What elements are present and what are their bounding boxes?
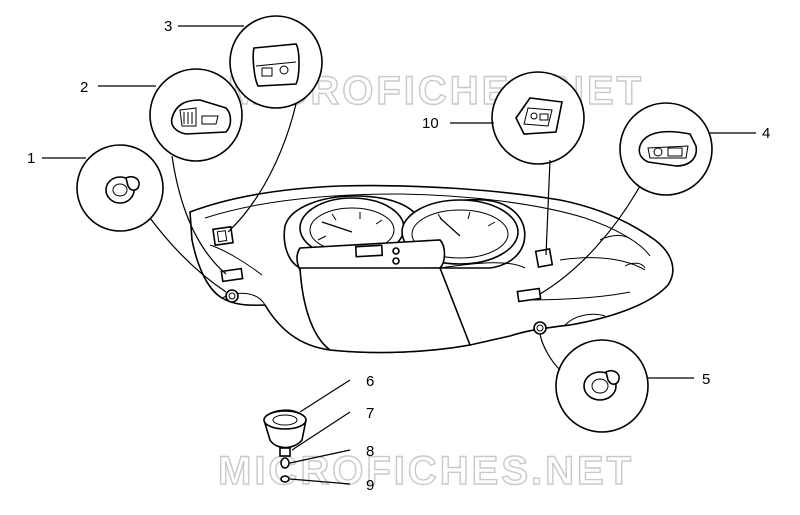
- leader-6: [299, 379, 351, 413]
- leader-9: [289, 478, 351, 485]
- detail-circle-3: [227, 15, 323, 233]
- detail-circle-5: [539, 333, 649, 433]
- leader-7: [291, 411, 351, 451]
- callout-7: 7: [366, 405, 374, 422]
- callout-10: 10: [422, 115, 439, 132]
- dashboard-cover: [189, 184, 674, 354]
- leader-8: [289, 449, 351, 464]
- detail-circle-4: [539, 102, 713, 295]
- knob-6: [263, 409, 307, 449]
- callout-6: 6: [366, 373, 374, 390]
- detail-circle-1: [76, 144, 227, 293]
- washer-9: [280, 475, 290, 483]
- callout-5: 5: [702, 371, 710, 388]
- callout-3: 3: [164, 18, 172, 35]
- switch-mounted-2: [220, 267, 244, 283]
- callout-2: 2: [80, 79, 88, 96]
- callout-8: 8: [366, 443, 374, 460]
- grommet-mounted-5: [533, 321, 547, 335]
- detail-circle-2: [149, 68, 243, 275]
- switch-mounted-10: [534, 247, 554, 269]
- grommet-mounted-1: [225, 289, 239, 303]
- callout-4: 4: [762, 125, 770, 142]
- callout-1: 1: [27, 150, 35, 167]
- detail-circle-10: [491, 71, 585, 256]
- switch-mounted-4: [516, 287, 542, 303]
- bulb-holder-7: [279, 447, 291, 457]
- callout-9: 9: [366, 477, 374, 494]
- bulb-8: [280, 457, 290, 469]
